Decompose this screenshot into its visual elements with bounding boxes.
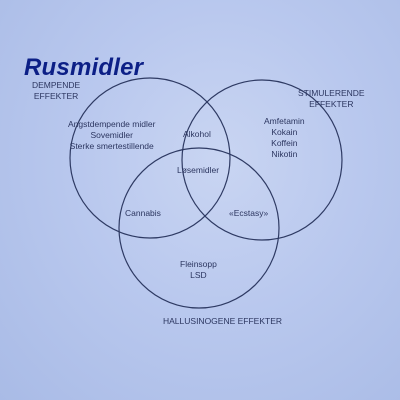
label-dempende-effekter: DEMPENDE EFFEKTER	[32, 80, 80, 102]
region-dempende-stimulerende: Alkohol	[183, 129, 211, 140]
list-item: Sterke smertestillende	[69, 141, 154, 151]
label-hallusinogene-effekter: HALLUSINOGENE EFFEKTER	[163, 316, 282, 327]
list-item: Alkohol	[183, 129, 211, 139]
list-item: Fleinsopp	[180, 259, 217, 269]
label-stimulerende-line-1: STIMULERENDE	[298, 88, 365, 98]
label-dempende-line-2: EFFEKTER	[33, 91, 79, 101]
list-item: Koffein	[271, 138, 298, 148]
list-item: Kokain	[271, 127, 298, 137]
label-stimulerende-line-2: EFFEKTER	[309, 99, 354, 109]
region-all-three: Løsemidler	[177, 165, 219, 176]
circle-hallusinogene	[118, 147, 280, 309]
list-item: Cannabis	[125, 208, 161, 218]
circle-dempende	[69, 77, 231, 239]
label-hallusinogene-text: HALLUSINOGENE EFFEKTER	[163, 316, 283, 326]
page-title: Rusmidler	[24, 54, 144, 81]
circle-stimulerende	[181, 79, 343, 241]
region-hallusinogene-only: Fleinsopp LSD	[180, 259, 217, 281]
list-item: Amfetamin	[264, 116, 305, 126]
list-item: «Ecstasy»	[229, 208, 269, 218]
label-stimulerende-effekter: STIMULERENDE EFFEKTER	[298, 88, 365, 110]
region-dempende-hallusinogene: Cannabis	[125, 208, 161, 219]
list-item: Løsemidler	[177, 165, 220, 175]
region-stimulerende-hallusinogene: «Ecstasy»	[229, 208, 268, 219]
list-item: LSD	[190, 270, 207, 280]
list-item: Sovemidler	[90, 130, 133, 140]
label-dempende-line-1: DEMPENDE	[32, 80, 81, 90]
list-item: Nikotin	[271, 149, 298, 159]
region-dempende-only: Angstdempende midler Sovemidler Sterke s…	[68, 119, 155, 152]
list-item: Angstdempende midler	[68, 119, 156, 129]
region-stimulerende-only: Amfetamin Kokain Koffein Nikotin	[264, 116, 305, 160]
